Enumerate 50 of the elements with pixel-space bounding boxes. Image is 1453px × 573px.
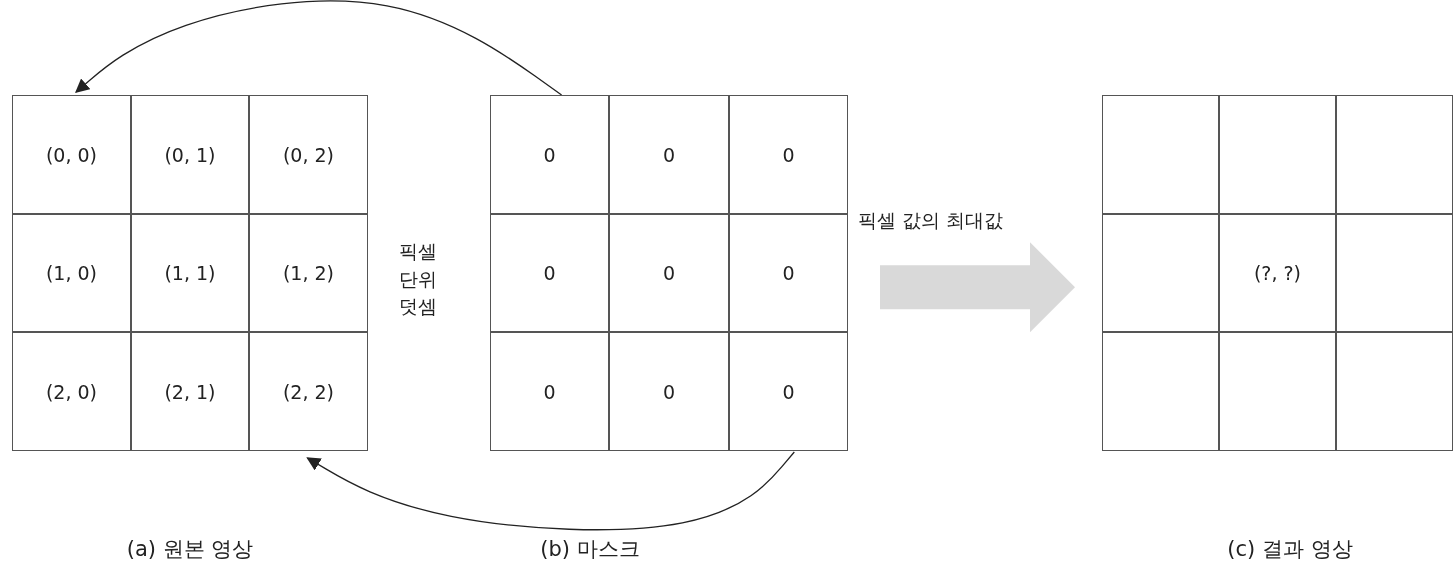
grid-cell: [1219, 214, 1336, 332]
cell-text: 0: [662, 262, 676, 284]
grid-cell: [12, 95, 131, 214]
grid-label: (c) 결과 영상: [1227, 536, 1353, 563]
cell-text: (2, 1): [164, 380, 216, 403]
cell-text: (?, ?): [1253, 262, 1302, 284]
grid-box: [12, 95, 368, 451]
grid-cell: [609, 214, 729, 332]
empty-cell: [1219, 332, 1336, 451]
cell-text: (2, 2): [282, 380, 335, 403]
grid-cell: [12, 332, 131, 451]
cell-text: 0: [782, 143, 795, 166]
grid-label: (a) 원본 영상: [126, 536, 254, 563]
grid-label: (b) 마스크: [540, 536, 640, 563]
grid-cell: [249, 95, 368, 214]
cell-text: 0: [543, 380, 556, 403]
grid-cell: [729, 332, 848, 451]
grid-cell: [490, 95, 609, 214]
cell-text: (1, 2): [282, 262, 335, 284]
grid-cell: [729, 95, 848, 214]
cell-text: 0: [662, 380, 676, 403]
cell-text: 0: [543, 262, 556, 284]
grid-cell: [12, 214, 131, 332]
grid-cell: [490, 214, 609, 332]
grid-cell: [609, 95, 729, 214]
grid-box: [490, 95, 848, 451]
curved-arrow: [306, 451, 795, 531]
empty-cell: [1219, 95, 1336, 214]
cell-text: (1, 1): [164, 262, 216, 284]
curved-arrow: [75, 0, 563, 96]
grid-cell: [131, 332, 249, 451]
cell-text: 0: [782, 380, 795, 403]
cell-text: (1, 0): [45, 262, 98, 284]
grid-cell: [249, 214, 368, 332]
grid-cell: [490, 332, 609, 451]
cell-text: (2, 0): [45, 380, 98, 403]
cell-text: (0, 0): [45, 143, 98, 166]
grid-box: [1102, 95, 1453, 451]
cell-text: 0: [782, 262, 795, 284]
grid-cell: [729, 214, 848, 332]
grid-cell: [131, 95, 249, 214]
grid-cell: [131, 214, 249, 332]
cell-text: (0, 1): [164, 143, 216, 166]
operation-note: 픽셀 단위 덧셈: [397, 239, 438, 320]
block-arrow: [880, 242, 1075, 333]
cell-text: 0: [543, 143, 556, 166]
cell-text: 0: [662, 143, 676, 166]
cell-text: (0, 2): [282, 143, 335, 166]
grid-cell: [609, 332, 729, 451]
grid-cell: [249, 332, 368, 451]
